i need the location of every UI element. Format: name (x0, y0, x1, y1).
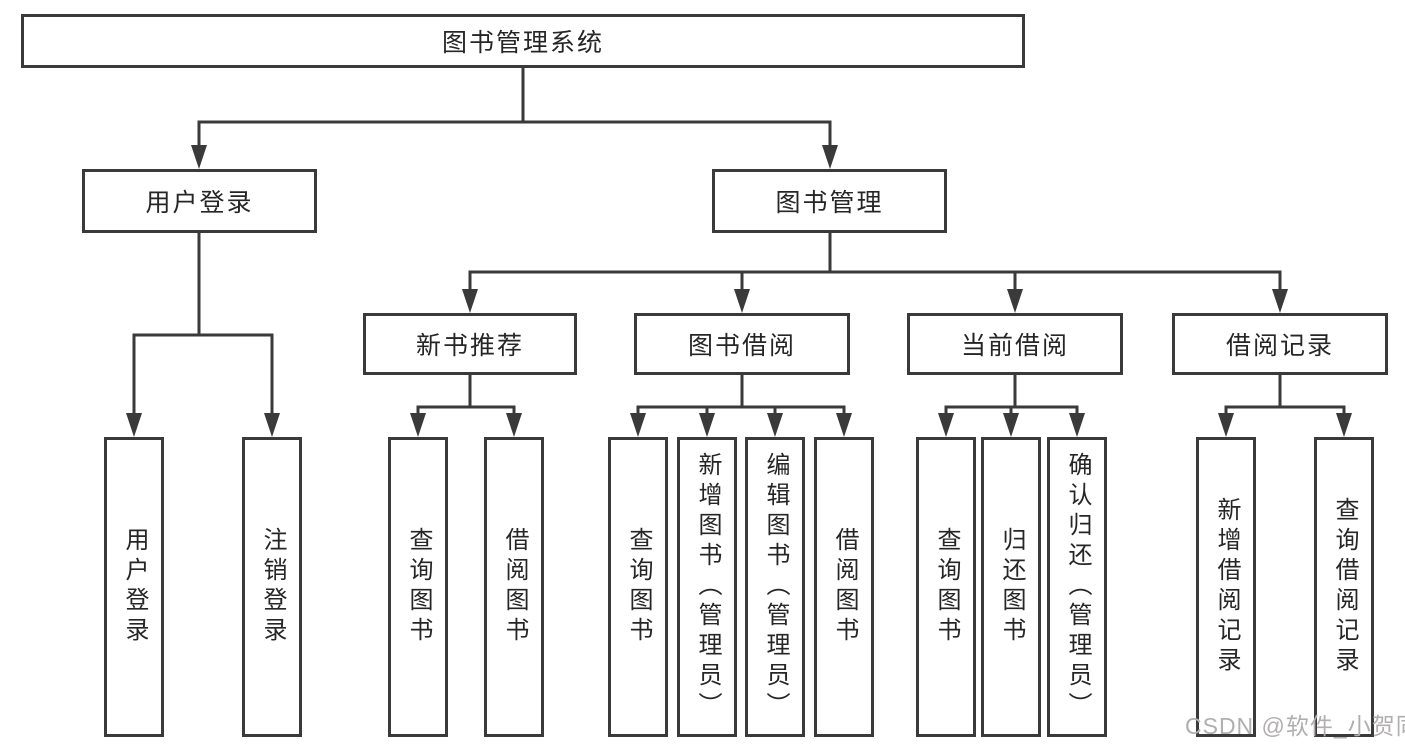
node-root-library-system: 图书管理系统 (21, 14, 1025, 68)
leaf-logout: 注销登录 (242, 437, 302, 737)
connector-root-to-level2 (197, 66, 832, 149)
connector-management-to-level3 (468, 231, 1282, 293)
connector-newbook-to-leaves (416, 373, 516, 417)
leaf-query-borrow-record: 查询借阅记录 (1314, 437, 1374, 737)
leaf-return-book: 归还图书 (981, 437, 1041, 737)
leaf-borrow-book-borrowing: 借阅图书 (814, 437, 874, 737)
leaf-label: 查询图书 (933, 527, 960, 647)
leaf-label: 注销登录 (259, 527, 286, 647)
leaf-label: 用户登录 (121, 527, 148, 647)
leaf-confirm-return-admin: 确认归还（管理员） (1047, 437, 1107, 737)
leaf-label: 借阅图书 (501, 527, 528, 647)
leaf-query-book-current: 查询图书 (916, 437, 976, 737)
node-new-book-recommendation: 新书推荐 (363, 313, 577, 375)
node-borrowing-records: 借阅记录 (1172, 313, 1388, 375)
node-current-borrowing: 当前借阅 (907, 313, 1123, 375)
leaf-label: 借阅图书 (831, 527, 858, 647)
node-book-borrowing: 图书借阅 (634, 313, 850, 375)
leaf-query-book-recommend: 查询图书 (388, 437, 448, 737)
leaf-label: 确认归还（管理员） (1064, 452, 1091, 722)
leaf-add-borrow-record: 新增借阅记录 (1196, 437, 1256, 737)
node-user-login: 用户登录 (82, 169, 317, 233)
leaf-add-book-admin: 新增图书（管理员） (677, 437, 737, 737)
connector-records-to-leaves (1224, 373, 1346, 417)
leaf-label: 查询借阅记录 (1331, 497, 1358, 677)
leaf-label: 查询图书 (405, 527, 432, 647)
leaf-borrow-book-recommend: 借阅图书 (484, 437, 544, 737)
csdn-watermark: CSDN @软件_小贺同学 (1185, 713, 1405, 739)
leaf-label: 新增借阅记录 (1213, 497, 1240, 677)
leaf-label: 新增图书（管理员） (694, 452, 721, 722)
leaf-query-book-borrowing: 查询图书 (608, 437, 668, 737)
connector-login-to-leaves (132, 231, 274, 417)
connector-borrow-to-leaves (636, 373, 846, 417)
leaf-label: 查询图书 (625, 527, 652, 647)
connector-current-to-leaves (944, 373, 1079, 417)
leaf-label: 归还图书 (998, 527, 1025, 647)
leaf-user-login: 用户登录 (104, 437, 164, 737)
leaf-edit-book-admin: 编辑图书（管理员） (745, 437, 805, 737)
leaf-label: 编辑图书（管理员） (762, 452, 789, 722)
node-book-management: 图书管理 (712, 169, 947, 233)
